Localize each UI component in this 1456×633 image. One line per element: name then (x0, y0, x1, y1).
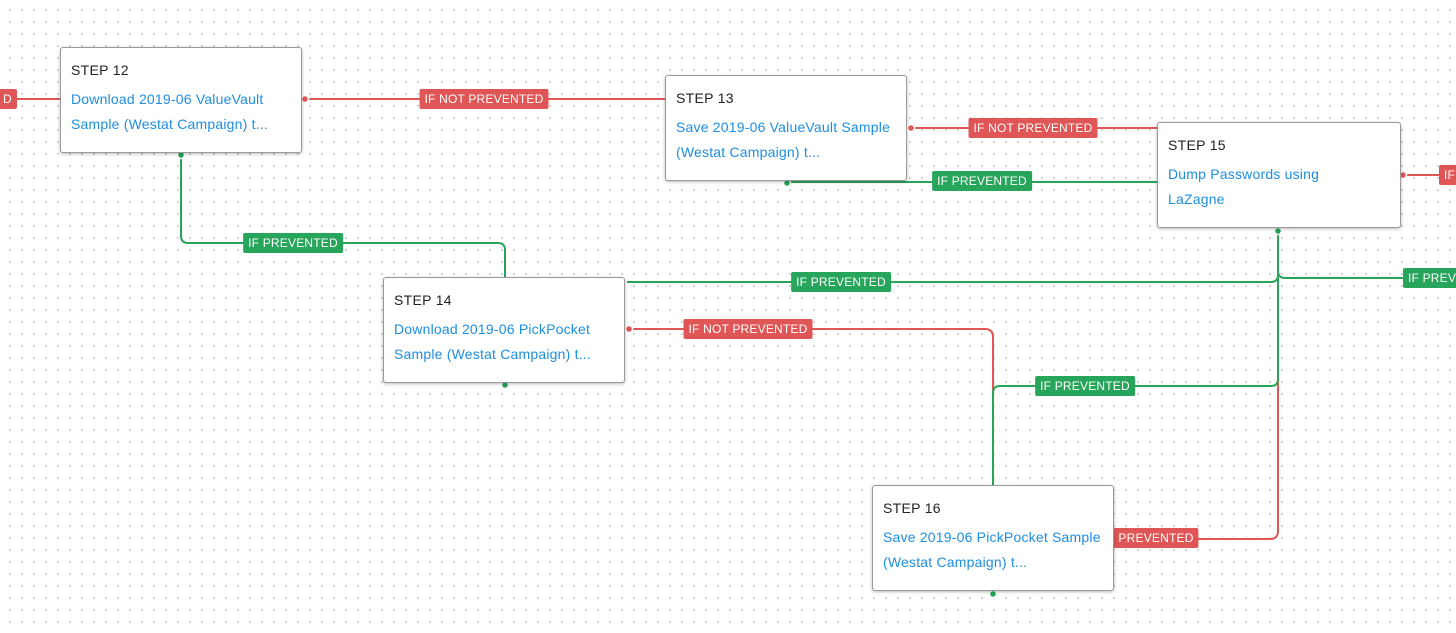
step-node-12[interactable]: STEP 12 Download 2019-06 ValueVault Samp… (60, 47, 302, 153)
edge-label-step-12-to-14[interactable]: IF PREVENTED (243, 233, 343, 253)
edge-label-step-14-to-15[interactable]: IF PREVENTED (791, 272, 891, 292)
port-step-16-bottom[interactable] (988, 589, 998, 599)
step-link[interactable]: Save 2019-06 PickPocket Sample (Westat C… (883, 529, 1101, 570)
edge-step-14-to-step-16[interactable] (628, 328, 994, 485)
step-title: STEP 16 (883, 500, 941, 516)
edge-label-step-15-offscreen-prevented[interactable]: IF PREV (1403, 268, 1456, 288)
step-link[interactable]: Download 2019-06 PickPocket Sample (West… (394, 321, 591, 362)
step-link[interactable]: Dump Passwords using LaZagne (1168, 166, 1320, 207)
step-title: STEP 13 (676, 90, 734, 106)
step-title: STEP 12 (71, 62, 129, 78)
step-node-14[interactable]: STEP 14 Download 2019-06 PickPocket Samp… (383, 277, 625, 383)
edge-label-step-13-to-15[interactable]: IF NOT PREVENTED (968, 118, 1098, 138)
step-node-16[interactable]: STEP 16 Save 2019-06 PickPocket Sample (… (872, 485, 1114, 591)
edge-label-step-16-to-15[interactable]: IF PREVENTED (1035, 376, 1135, 396)
edge-step-14-to-step-15[interactable] (627, 231, 1279, 283)
edge-label-step-15-offscreen[interactable]: IF (1439, 165, 1456, 185)
step-title: STEP 15 (1168, 137, 1226, 153)
edge-label-step-13-to-15-prevented[interactable]: IF PREVENTED (932, 171, 1032, 191)
step-title: STEP 14 (394, 292, 452, 308)
edge-step-12-to-step-14[interactable] (180, 155, 506, 277)
step-link[interactable]: Download 2019-06 ValueVault Sample (West… (71, 91, 268, 132)
port-step-14-out[interactable] (624, 324, 634, 334)
port-step-15-bottom[interactable] (1273, 226, 1283, 236)
edge-label-step-16-not-prevented[interactable]: PREVENTED (1113, 528, 1199, 548)
edge-label-step-14-to-16[interactable]: IF NOT PREVENTED (683, 319, 813, 339)
step-node-13[interactable]: STEP 13 Save 2019-06 ValueVault Sample (… (665, 75, 907, 181)
edge-step-16-not-prevented[interactable] (1116, 231, 1279, 540)
step-node-15[interactable]: STEP 15 Dump Passwords using LaZagne (1157, 122, 1401, 228)
edge-label-step-12-to-13[interactable]: IF NOT PREVENTED (419, 89, 549, 109)
port-step-12-out[interactable] (300, 94, 310, 104)
port-step-13-out[interactable] (906, 123, 916, 133)
edge-label-offscreen[interactable]: D (0, 89, 17, 109)
step-link[interactable]: Save 2019-06 ValueVault Sample (Westat C… (676, 119, 891, 160)
edge-step-16-to-step-15[interactable] (992, 231, 1279, 485)
